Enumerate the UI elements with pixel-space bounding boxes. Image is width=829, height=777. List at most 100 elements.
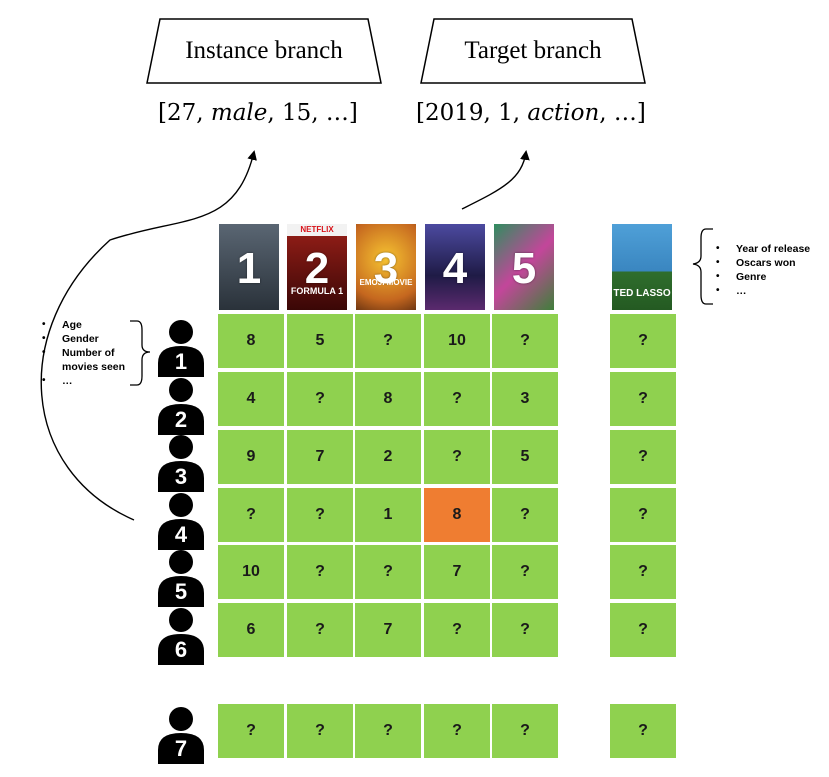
movie-poster-4: 4 [425,224,485,310]
instance-vector-age: 27 [166,100,197,126]
highlighted-rating-cell: 8 [424,488,490,542]
rating-cell-u6-m3: 7 [355,603,421,657]
rating-cell-u5-m3: ? [355,545,421,599]
movie-poster-2: NETFLIX 2 FORMULA 1 [287,224,347,310]
user-silhouette-icon [158,707,204,764]
user-feature-age: Age [42,318,142,332]
instance-vector: [27, male, 15, …] [158,100,358,126]
rating-cell-u3-m1: 9 [218,430,284,484]
rating-cell-u4-m5: ? [492,488,558,542]
user-2: 2 [152,377,210,435]
rating-cell-u5-m2: ? [287,545,353,599]
rating-cell-u2-m2: ? [287,372,353,426]
user-number: 3 [174,464,188,489]
new-user-rating-cell-m4: ? [424,704,490,758]
rating-cell-u4-m3: 1 [355,488,421,542]
target-branch-box: Target branch [420,18,646,84]
user-5: 5 [152,549,210,607]
target-vector-oscars: 1 [498,100,513,126]
item-feature-brace [692,228,713,305]
rating-cell-u5-m1: 10 [218,545,284,599]
user-number: 4 [174,522,188,547]
user-silhouette-icon [158,550,204,607]
movie-caption-3: EMOJI MOVIE [359,278,413,287]
item-feature-more: … [716,284,826,298]
instance-branch-box: Instance branch [146,18,382,84]
rating-cell-u3-m4: ? [424,430,490,484]
rating-cell-u1-m2: 5 [287,314,353,368]
rating-cell-u1-m3: ? [355,314,421,368]
new-user-rating-cell-m3: ? [355,704,421,758]
instance-vector-rest: … [325,100,349,126]
rating-cell-u1-m5: ? [492,314,558,368]
user-6: 6 [152,607,210,665]
new-movie-rating-cell-u3: ? [610,430,676,484]
user-number: 2 [174,407,188,432]
rating-cell-u3-m2: 7 [287,430,353,484]
instance-vector-gender: male [210,100,268,126]
new-user-rating-cell-m2: ? [287,704,353,758]
new-movie-rating-cell-u5: ? [610,545,676,599]
user-number: 6 [174,637,188,662]
user-feature-movies-seen: Number of movies seen [42,346,142,374]
user-3: 3 [152,434,210,492]
rating-cell-u2-m1: 4 [218,372,284,426]
target-branch-trapezoid [420,18,646,84]
user-feature-more: … [42,374,142,388]
rating-cell-u1-m4: 10 [424,314,490,368]
user-4: 4 [152,492,210,550]
rating-cell-u5-m4: 7 [424,545,490,599]
target-branch-title: Target branch [464,37,602,64]
movie-number-5: 5 [511,244,537,293]
new-movie-rating-cell-u1: ? [610,314,676,368]
target-vector-rest: … [613,100,637,126]
user-number: 7 [174,736,188,761]
new-movie-rating-cell-u4: ? [610,488,676,542]
new-movie-rating-cell-u2: ? [610,372,676,426]
instance-branch-title: Instance branch [185,37,343,64]
new-user-new-movie-cell: ? [610,704,676,758]
movie-banner-2: NETFLIX [300,225,334,234]
item-feature-year: Year of release [716,242,826,256]
user-1: 1 [152,319,210,377]
target-vector-genre: action [527,100,600,126]
rating-cell-u3-m3: 2 [355,430,421,484]
rating-cell-u2-m3: 8 [355,372,421,426]
user-silhouette-icon [158,608,204,665]
target-vector-year: 2019 [424,100,484,126]
item-feature-list: Year of release Oscars won Genre … [716,242,826,298]
movie-number-3: 3 [373,244,399,293]
instance-vector-count: 15 [282,100,312,126]
new-user: 7 [152,706,210,764]
rating-cell-u5-m5: ? [492,545,558,599]
rating-cell-u6-m1: 6 [218,603,284,657]
rating-cell-u4-m1: ? [218,488,284,542]
target-vector: [2019, 1, action, …] [416,100,646,126]
instance-branch-trapezoid [146,18,382,84]
new-movie-rating-cell-u6: ? [610,603,676,657]
new-movie-caption: TED LASSO [613,288,671,299]
rating-cell-u4-m2: ? [287,488,353,542]
user-feature-gender: Gender [42,332,142,346]
item-feature-oscars: Oscars won [716,256,826,270]
user-feature-list: Age Gender Number of movies seen … [42,318,142,388]
rating-cell-u6-m4: ? [424,603,490,657]
movie-number-2: 2 [304,244,330,293]
user-number: 5 [174,579,188,604]
new-user-rating-cell-m1: ? [218,704,284,758]
rating-cell-u6-m2: ? [287,603,353,657]
user-number: 1 [174,349,188,374]
rating-cell-u6-m5: ? [492,603,558,657]
movie-poster-1: 1 [219,224,279,310]
movie-number-4: 4 [442,244,468,293]
item-feature-genre: Genre [716,270,826,284]
new-user-rating-cell-m5: ? [492,704,558,758]
movie-poster-3: 3 EMOJI MOVIE [356,224,416,310]
rating-cell-u1-m1: 8 [218,314,284,368]
new-movie-poster: TED LASSO [612,224,672,310]
movie-number-1: 1 [236,244,262,293]
movie-poster-5: 5 [494,224,554,310]
movie-to-target-arrow [461,150,530,210]
rating-cell-u3-m5: 5 [492,430,558,484]
rating-cell-u2-m4: ? [424,372,490,426]
